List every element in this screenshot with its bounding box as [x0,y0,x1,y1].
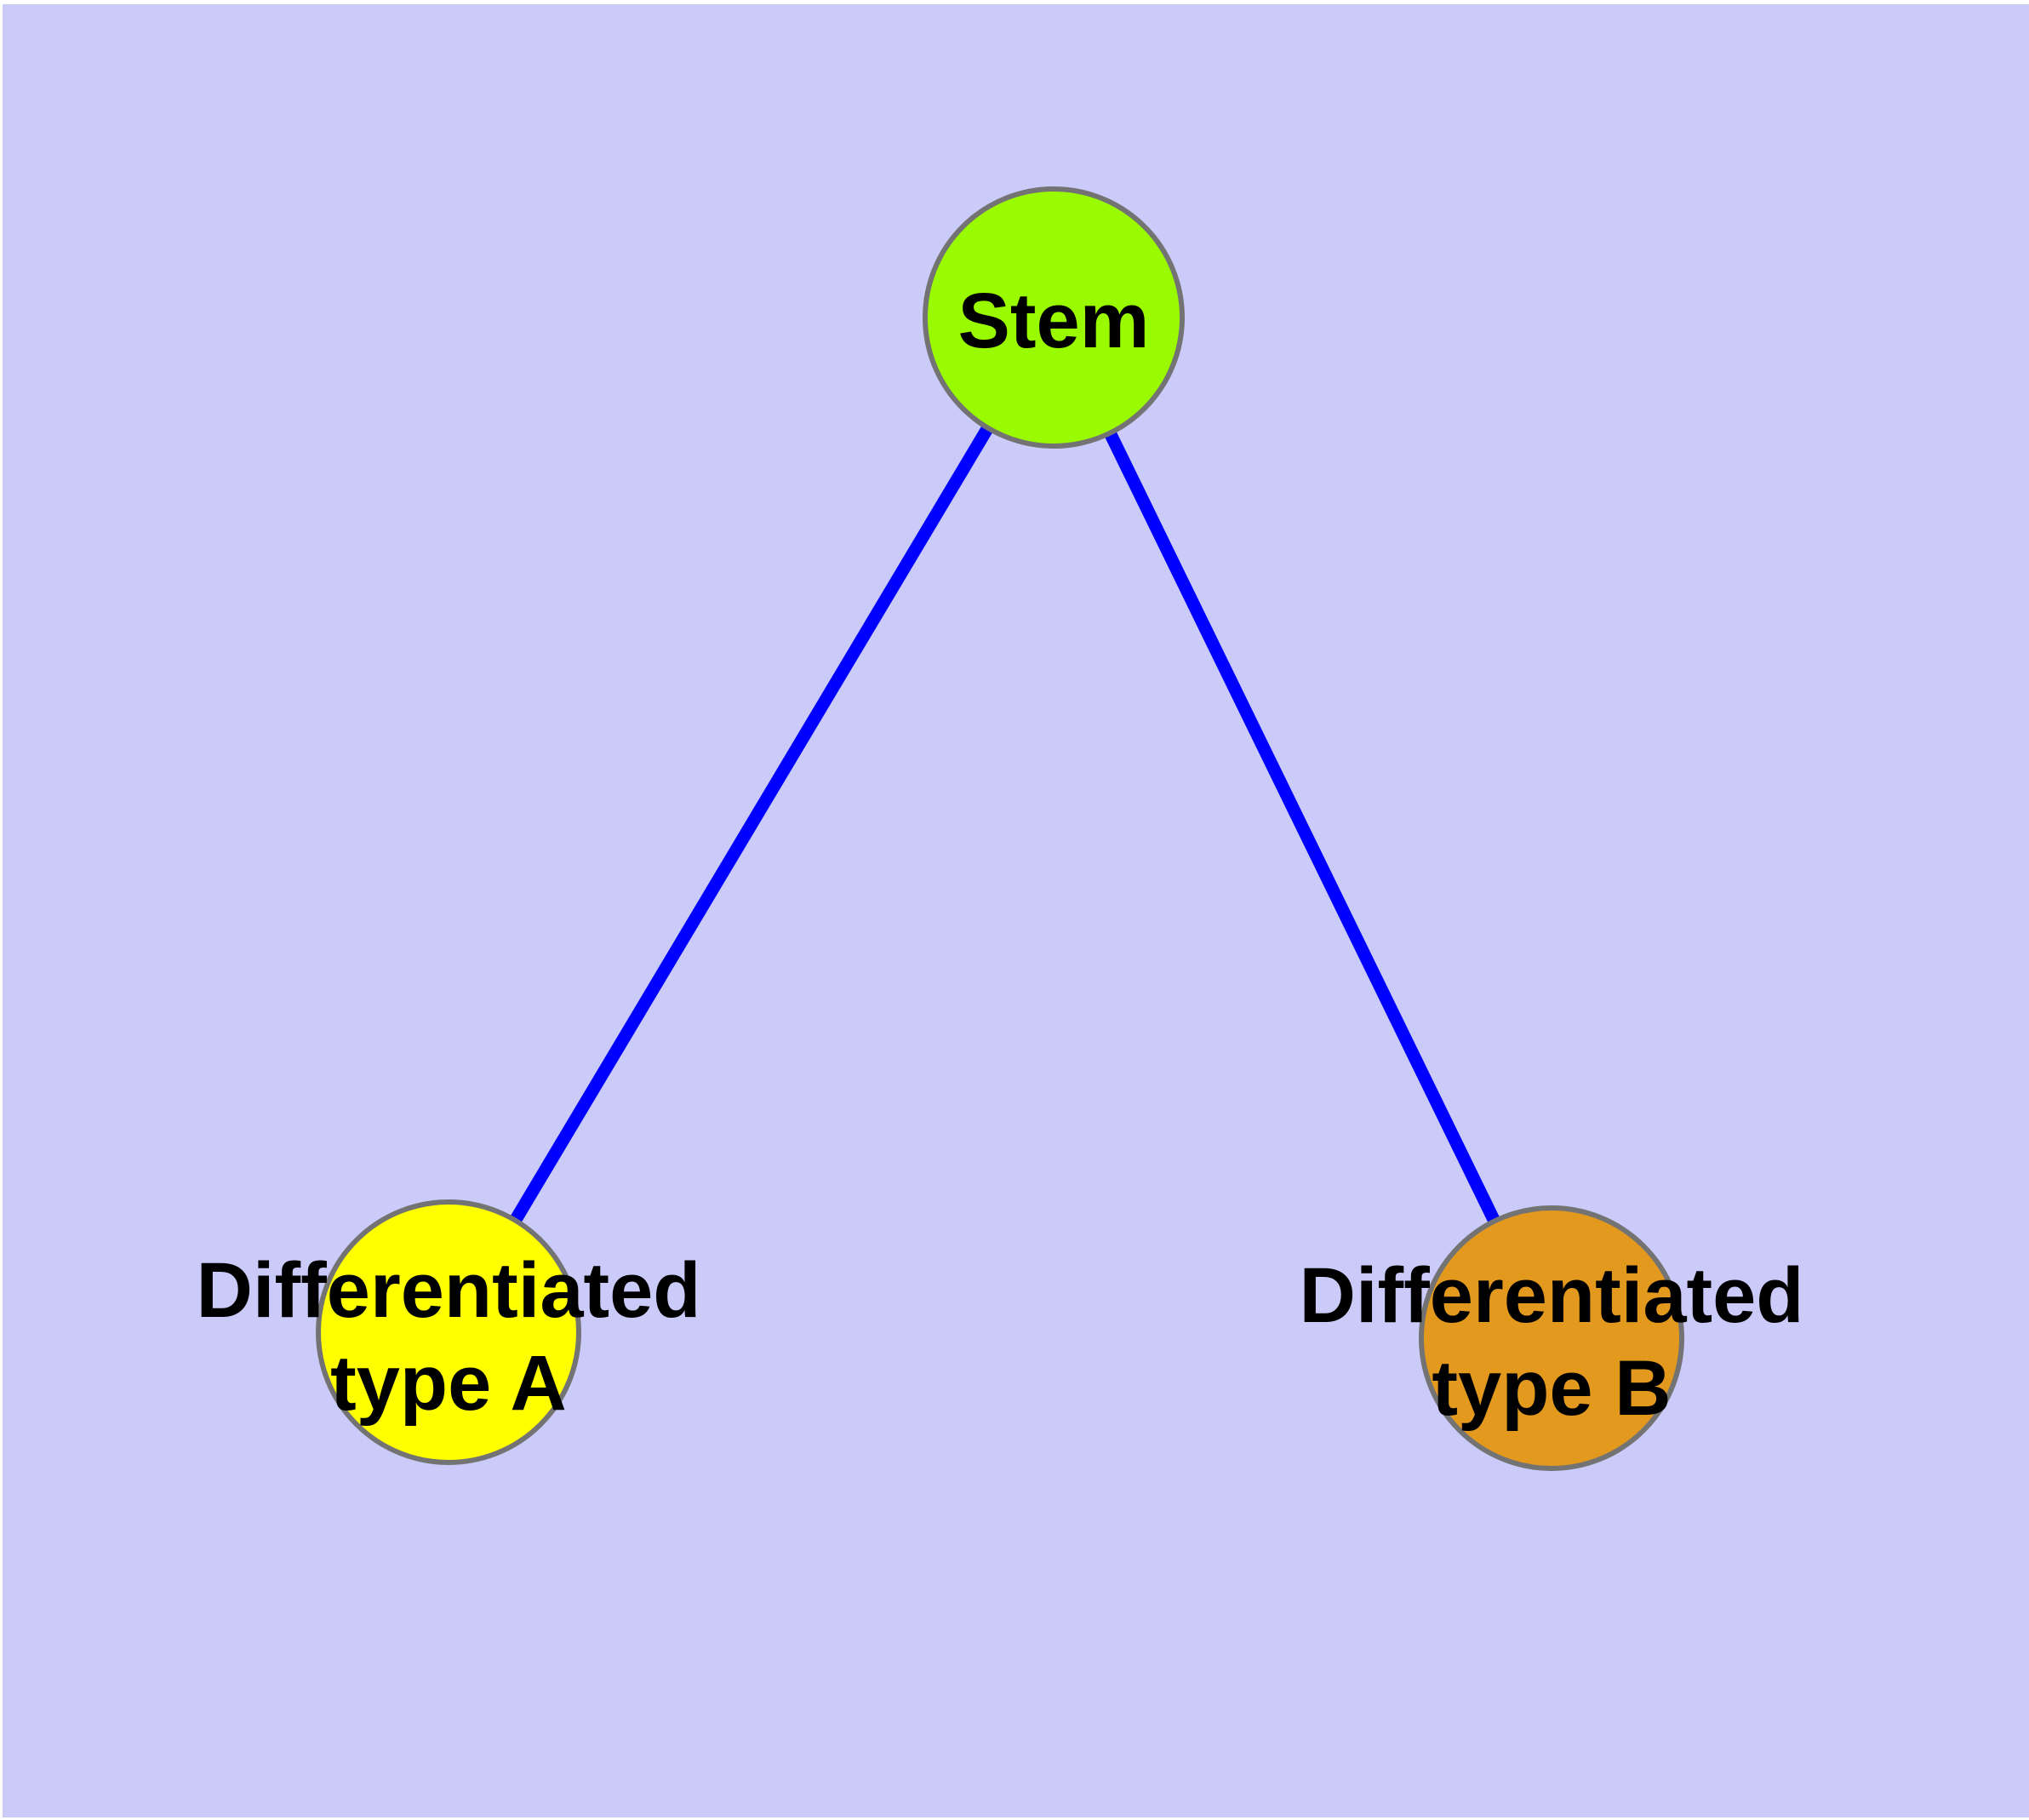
node-type-a-label-line2: type A [330,1340,567,1427]
edge-stem-to-type-b [1048,314,1557,1342]
node-stem-circle [923,186,1185,449]
edge-stem-to-type-a [443,314,1060,1336]
node-type-b-label-line2: type B [1432,1345,1671,1432]
node-type-b-circle [1419,1205,1684,1471]
node-type-b-label-line1: Differentiated [1300,1252,1804,1339]
node-type-a-circle [316,1199,581,1465]
node-type-a-label-line1: Differentiated [197,1247,701,1334]
node-stem-label: Stem [958,278,1150,364]
